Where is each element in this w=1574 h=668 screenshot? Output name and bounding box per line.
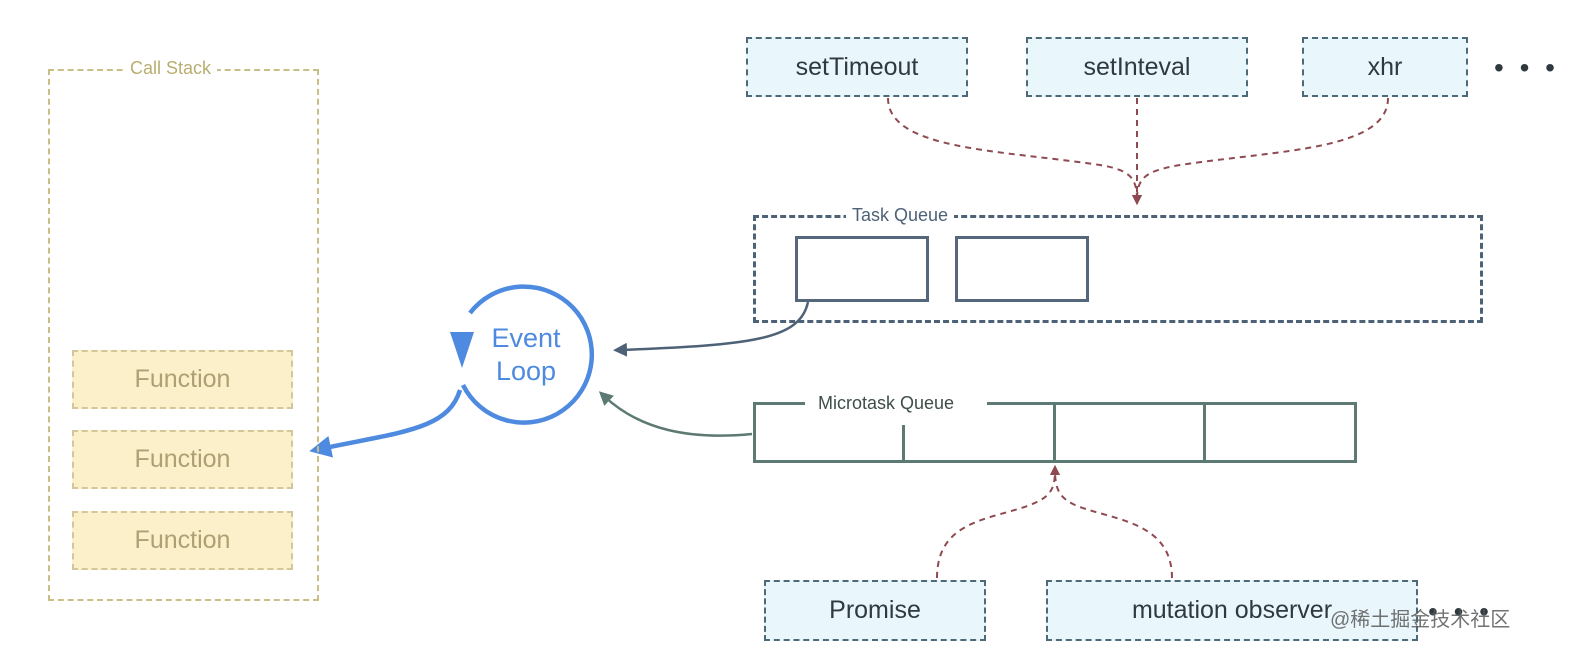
web-api-more-ellipsis: • • • <box>1494 52 1559 83</box>
microtask-source-promise: Promise <box>764 580 986 641</box>
call-stack-function: Function <box>72 511 293 570</box>
microtask-source-mutation-observer: mutation observer <box>1046 580 1418 641</box>
xhr-to-taskqueue-arrow <box>1132 97 1389 205</box>
call-stack-title: Call Stack <box>124 58 218 78</box>
settimeout-to-taskqueue-arrow <box>887 97 1142 205</box>
taskqueue-to-eventloop-arrow <box>613 301 810 357</box>
microtask-queue-title: Microtask Queue <box>812 393 961 413</box>
watermark: @稀土掘金技术社区 <box>1330 609 1511 631</box>
microtask-queue-divider <box>902 425 905 463</box>
event-loop-label: Event Loop <box>468 322 584 388</box>
eventloop-to-callstack-arrow <box>309 389 463 458</box>
promise-to-microtask-arrow <box>936 465 1060 579</box>
call-stack-function: Function <box>72 430 293 489</box>
task-queue-title: Task Queue <box>846 205 955 225</box>
web-api-xhr: xhr <box>1302 37 1468 97</box>
task-queue-slot <box>955 236 1089 302</box>
web-api-setinteval: setInteval <box>1026 37 1248 97</box>
mutation-observer-to-microtask-arrow <box>1050 465 1173 579</box>
event-loop-label-line2: Loop <box>495 356 557 386</box>
event-loop-circle <box>460 284 595 425</box>
microtask-to-eventloop-arrow <box>598 391 753 437</box>
web-api-settimeout: setTimeout <box>746 37 968 97</box>
microtask-queue-border <box>753 402 805 405</box>
microtask-queue-border <box>987 402 1357 405</box>
event-loop-arrowhead <box>450 332 474 368</box>
task-queue <box>753 215 1483 323</box>
microtask-queue-divider <box>1203 402 1206 463</box>
call-stack-function: Function <box>72 350 293 409</box>
event-loop-label-line1: Event <box>491 323 561 353</box>
microtask-source-more-ellipsis: • • • <box>1428 596 1493 627</box>
task-queue-slot <box>795 236 929 302</box>
microtask-queue-divider <box>1053 402 1056 463</box>
